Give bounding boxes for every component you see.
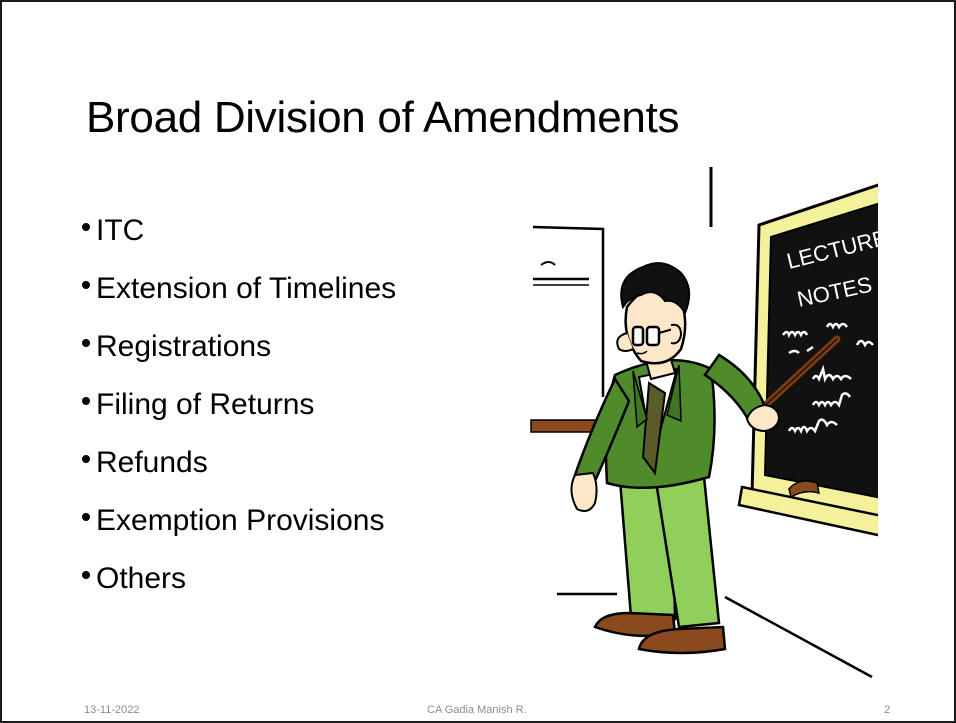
bullet-text: Others xyxy=(96,562,187,595)
ear xyxy=(670,323,683,345)
bullet-list: ITC Extension of Timelines Registrations… xyxy=(82,202,396,608)
bullet-dot-icon xyxy=(82,223,90,231)
bullet-text: Filing of Returns xyxy=(96,388,315,421)
nose xyxy=(616,332,634,352)
bullet-item: Others xyxy=(82,550,396,608)
chalk-scribbles xyxy=(781,322,874,435)
bullet-item: ITC xyxy=(82,202,396,260)
glasses-arm xyxy=(658,328,674,334)
mouth xyxy=(636,350,648,355)
bullet-text: ITC xyxy=(96,214,145,247)
hair xyxy=(620,262,691,316)
glasses-left-lens xyxy=(631,325,645,347)
bullet-item: Exemption Provisions xyxy=(82,492,396,550)
bullet-text: Extension of Timelines xyxy=(96,272,397,305)
left-lapel xyxy=(632,370,648,429)
bullet-dot-icon xyxy=(82,455,90,463)
bullet-dot-icon xyxy=(82,513,90,521)
glasses-right-lens xyxy=(645,325,661,347)
bullet-item: Registrations xyxy=(82,318,396,376)
pointer-outline xyxy=(758,338,838,412)
footer-author: CA Gadia Manish R. xyxy=(427,704,527,716)
slide-title: Broad Division of Amendments xyxy=(86,93,680,142)
footer-page-number: 2 xyxy=(884,704,891,716)
bullet-item: Filing of Returns xyxy=(82,376,396,434)
bullet-dot-icon xyxy=(82,397,90,405)
bullet-text: Registrations xyxy=(96,330,272,363)
left-hand xyxy=(570,471,598,512)
eraser-icon xyxy=(788,480,820,499)
bullet-dot-icon xyxy=(82,281,90,289)
bullet-text: Refunds xyxy=(96,446,208,479)
bullet-item: Refunds xyxy=(82,434,396,492)
floor-corner-line xyxy=(724,595,873,679)
footer-date: 13-11-2022 xyxy=(84,704,140,716)
door-frame xyxy=(532,225,605,397)
tie xyxy=(641,381,667,476)
bullet-item: Extension of Timelines xyxy=(82,260,396,318)
handle-icon xyxy=(540,261,556,266)
ledge-shelf xyxy=(530,419,602,433)
bullet-dot-icon xyxy=(82,571,90,579)
chalk-tray xyxy=(737,485,878,537)
right-lapel xyxy=(666,364,682,423)
bullet-dot-icon xyxy=(82,339,90,347)
right-shoe xyxy=(637,625,727,655)
bullet-text: Exemption Provisions xyxy=(96,504,385,537)
teacher-illustration: LECTURE NOTES xyxy=(530,167,878,679)
right-hand xyxy=(745,403,781,433)
